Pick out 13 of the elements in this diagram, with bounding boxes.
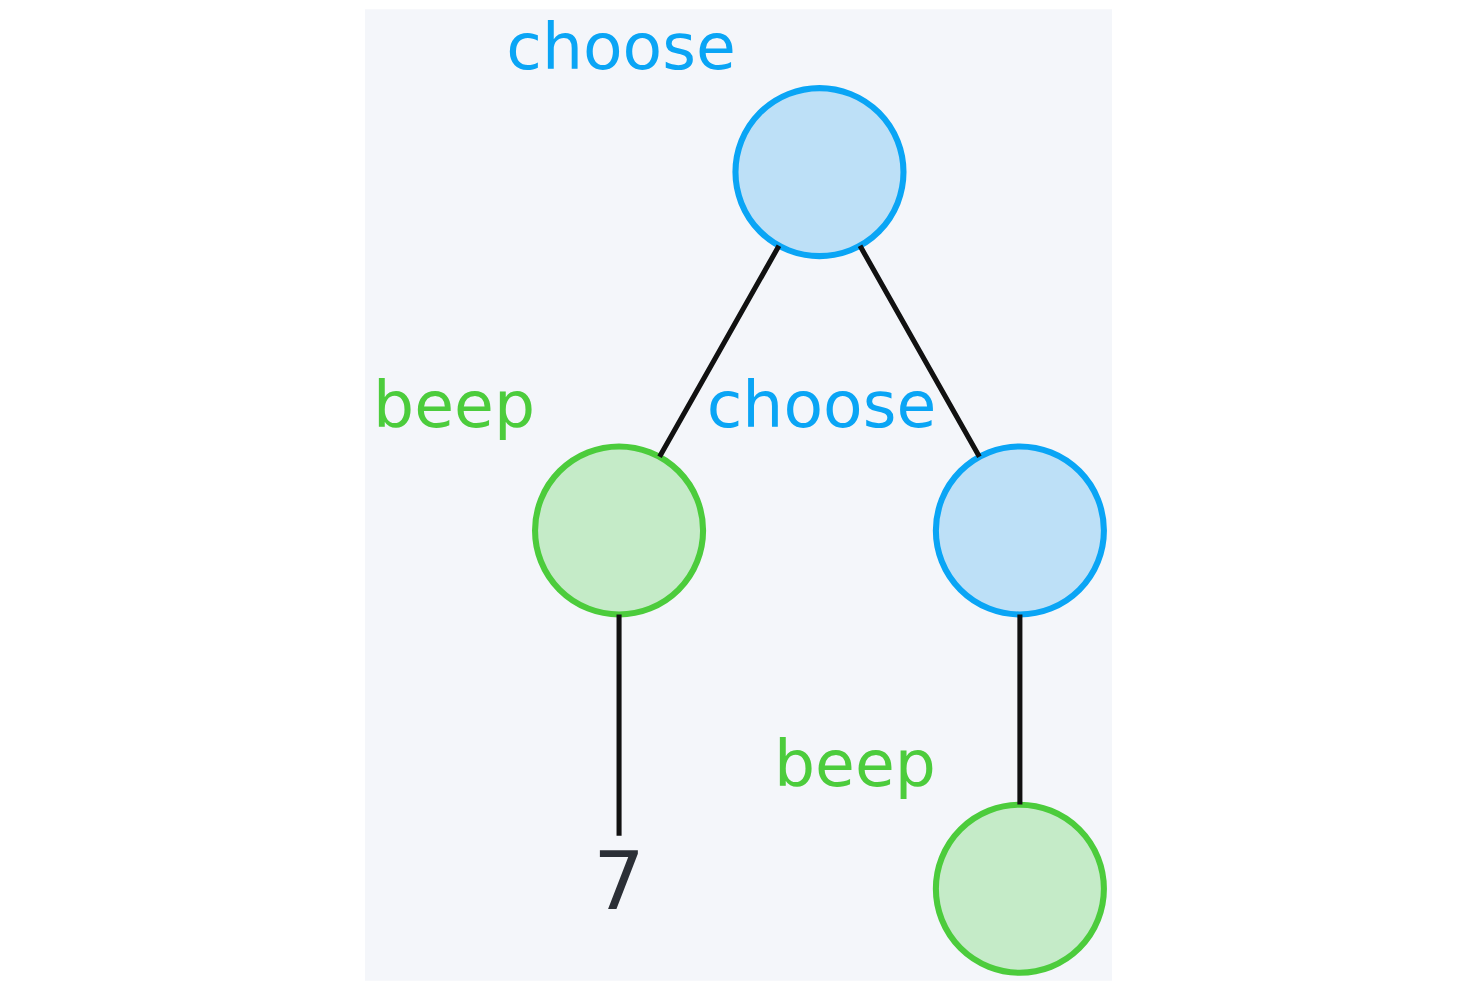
connector <box>857 244 982 458</box>
node-circle <box>731 84 907 259</box>
node-label: choose <box>706 366 936 442</box>
node-circle <box>932 442 1107 617</box>
connector <box>1016 614 1022 804</box>
node-label: choose <box>505 8 736 84</box>
node-circle <box>531 442 706 617</box>
node-text: 7 <box>592 833 645 928</box>
connector <box>616 614 622 836</box>
node-circle <box>932 801 1107 976</box>
node-label: beep <box>773 725 936 801</box>
connector <box>656 244 781 458</box>
node-label: beep <box>372 366 535 442</box>
